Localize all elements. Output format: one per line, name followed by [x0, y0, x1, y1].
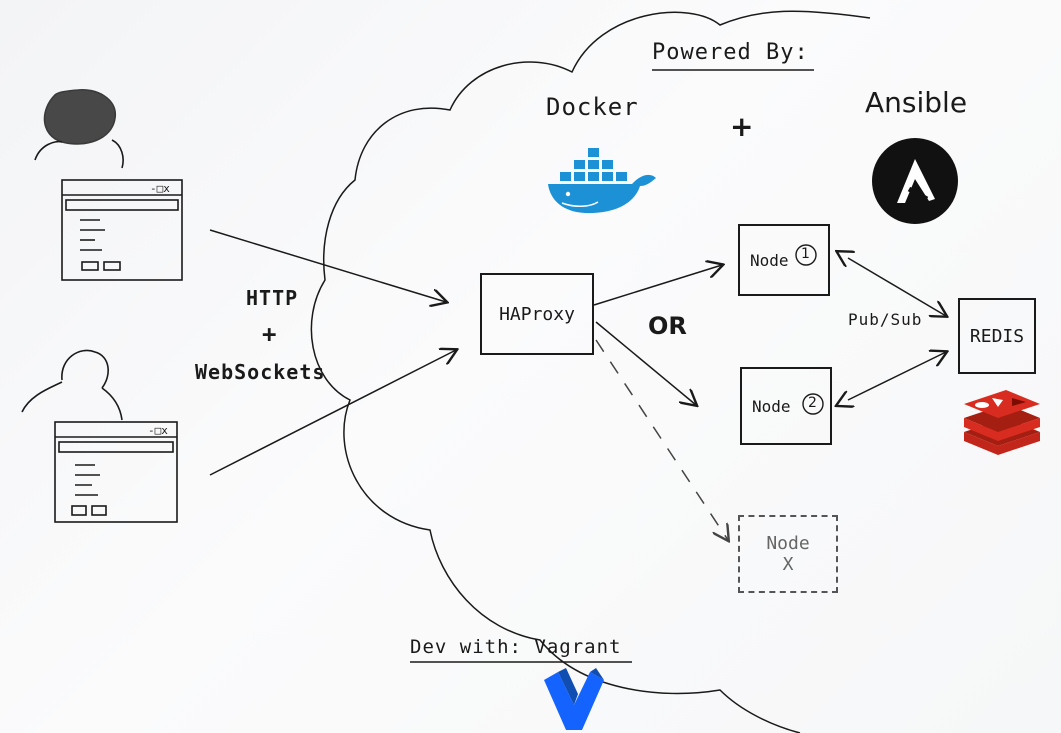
docker-whale-icon [548, 148, 656, 214]
svg-text:-□x: -□x [148, 424, 168, 437]
redis-box: REDIS [958, 298, 1036, 374]
cloud-outline [310, 10, 871, 733]
ansible-logo-icon [872, 138, 958, 224]
redis-logo-icon [964, 390, 1040, 455]
node-1-circle [795, 244, 817, 266]
arrow-browser2-haproxy [209, 350, 456, 476]
browser-window-2: -□x [54, 421, 178, 523]
docker-label: Docker [546, 93, 639, 121]
protocol-plus: + [262, 320, 278, 348]
node-x-number: X [782, 554, 794, 575]
pubsub-label: Pub/Sub [848, 310, 923, 329]
node-x-box: Node X [738, 515, 838, 593]
node-1-box: Node [738, 224, 830, 296]
ansible-label: Ansible [865, 86, 968, 119]
haproxy-label: HAProxy [499, 303, 575, 325]
svg-text:-□x: -□x [150, 182, 170, 195]
browser-window-1: -□x [61, 179, 183, 281]
haproxy-box: HAProxy [480, 273, 594, 355]
node-1-number: 1 [801, 246, 810, 262]
arrow-node2-redis [848, 352, 946, 400]
node-x-label: Node [766, 533, 810, 554]
powered-by-heading: Powered By: [652, 40, 809, 65]
node-1-label: Node [750, 250, 789, 270]
arrow-node1-redis [848, 258, 946, 316]
redis-label: REDIS [969, 325, 1025, 347]
user-2-figure [21, 349, 123, 421]
vagrant-v-icon [544, 668, 604, 730]
node-2-box: Node [740, 367, 832, 445]
dev-with-vagrant-label: Dev with: Vagrant [410, 636, 622, 658]
node-2-circle [802, 393, 824, 415]
or-label: OR [648, 312, 687, 340]
http-label: HTTP [246, 286, 299, 310]
arrow-haproxy-nodex [595, 339, 728, 540]
node-2-label: Node [752, 396, 791, 416]
arrow-browser1-haproxy [209, 229, 446, 302]
websockets-label: WebSockets [195, 360, 326, 384]
user-1-figure [34, 89, 124, 169]
tech-plus: + [730, 110, 754, 143]
node-2-number: 2 [808, 395, 817, 411]
arrow-haproxy-node1 [593, 265, 722, 306]
arrow-haproxy-node2 [595, 321, 696, 405]
